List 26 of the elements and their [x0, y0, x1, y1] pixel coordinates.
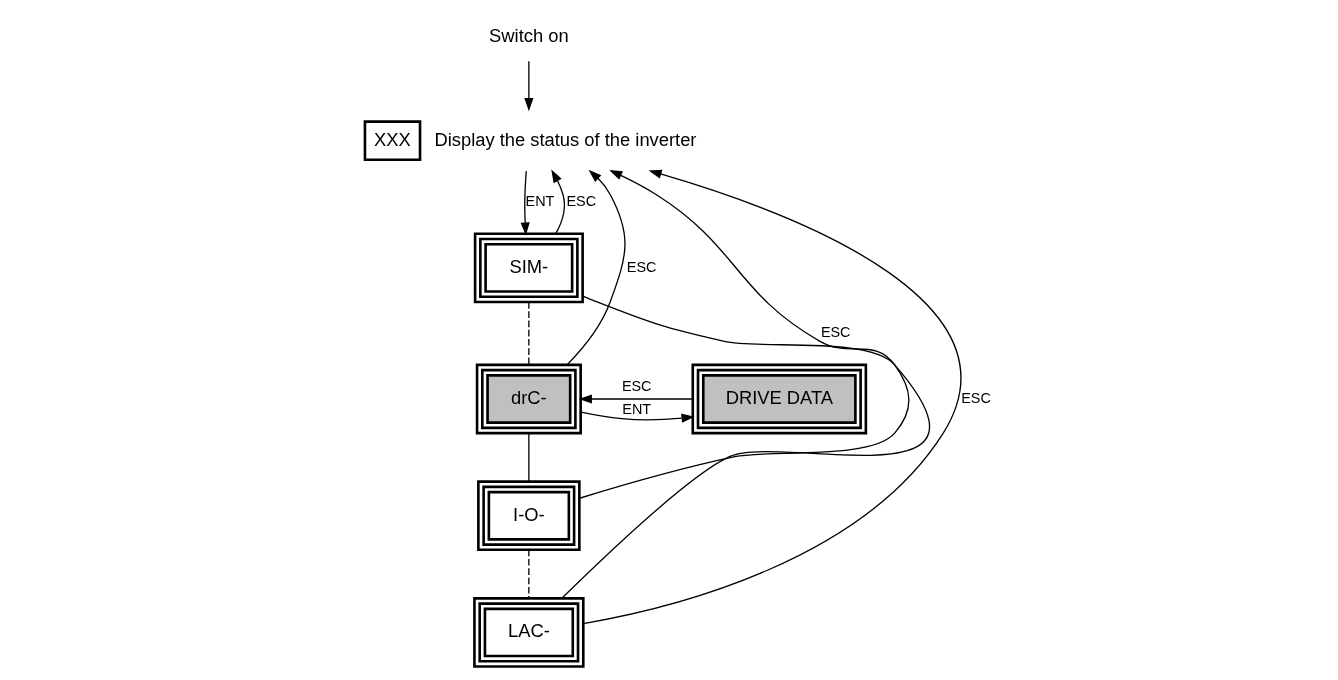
arrow — [565, 169, 626, 366]
edge-label: ESC — [566, 192, 596, 209]
edge-label: ESC — [960, 389, 991, 406]
edge-label: ENT — [525, 192, 554, 209]
node-text: Switch on — [488, 24, 569, 46]
connector — [527, 301, 529, 366]
node-label: Display the status of the inverter — [433, 128, 696, 150]
connector — [527, 549, 529, 599]
arrow — [579, 411, 695, 423]
connector — [560, 295, 929, 599]
edge-label: ENT — [621, 401, 651, 418]
arrow — [582, 169, 961, 625]
node-box: DRIVE DATA — [690, 363, 867, 435]
arrow — [578, 394, 693, 404]
arrow — [550, 169, 565, 235]
arrow — [520, 170, 530, 236]
arrow — [578, 170, 909, 499]
connector — [527, 432, 529, 483]
node-box: LAC- — [472, 597, 585, 668]
edge-label: ESC — [621, 377, 652, 394]
node-box: I-O- — [476, 480, 581, 552]
node-box: SIM- — [473, 232, 584, 304]
arrow — [523, 60, 533, 112]
edge-label: ESC — [820, 324, 851, 341]
node-box: drC- — [475, 363, 582, 435]
edge-label: ESC — [626, 258, 656, 275]
